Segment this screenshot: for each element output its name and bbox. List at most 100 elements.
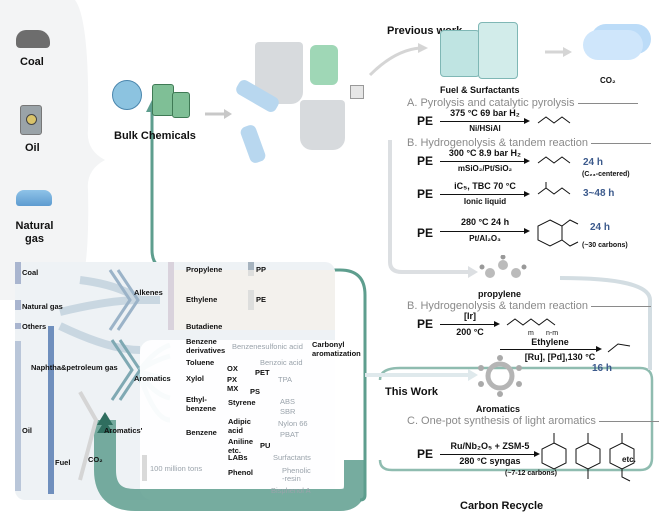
sankey-px: PX	[227, 375, 238, 384]
reaction-c-note: (~7-12 carbons)	[505, 470, 557, 477]
sankey-phenolic-resin: Phenolic -resin	[282, 466, 311, 483]
reaction-b3-catalyst: Pt/Al₂O₃	[469, 234, 501, 243]
reaction-b3-top-conditions: 280 °C 24 h	[460, 217, 510, 227]
section-b2-title: B. Hydrogenolysis & tandem reaction	[407, 300, 651, 312]
section-b-title: B. Hydrogenolysis & tandem reaction	[407, 137, 651, 149]
sankey-source-others: Others	[22, 322, 47, 331]
sankey-source-oil: Oil	[22, 426, 33, 435]
reaction-arrow	[440, 118, 530, 124]
sankey-pe: PE	[256, 295, 267, 304]
reaction-a-top-conditions: 375 °C 69 bar H₂	[450, 108, 520, 118]
sankey-pu: PU	[260, 441, 271, 450]
alkane-chain-icon	[537, 116, 571, 124]
sankey-styrene: Styrene	[228, 398, 256, 407]
sankey-hub-aromatics-prime: Aromatics'	[104, 426, 143, 435]
plastic-bag-icon	[300, 100, 345, 150]
sankey-ethylene: Ethylene	[186, 295, 218, 304]
reaction-arrow	[440, 191, 530, 197]
sankey-xylol: Xylol	[186, 374, 204, 383]
sankey-pbat: PBAT	[280, 430, 300, 439]
sankey-adipic-acid: Adipic acid	[228, 417, 251, 435]
reaction-time: 3~48 h	[583, 188, 615, 199]
sankey-benzenesulfonic-acid: Benzenesulfonic acid	[232, 342, 303, 351]
drum-icon	[172, 92, 190, 118]
sankey-pp: PP	[256, 265, 267, 274]
reaction-arrow	[440, 158, 530, 164]
sankey-scale-label: 100 million tons	[150, 464, 203, 473]
sankey-bisphenol-a: Bisphenol A	[271, 486, 311, 495]
sankey-surfactants: Surfactants	[273, 453, 311, 462]
benzene-molecule-icon	[478, 355, 522, 397]
fuel-can-icon	[478, 22, 518, 79]
sankey-source-naphtha: Naphtha&petroleum gas	[31, 363, 118, 372]
reaction-arrow	[440, 451, 540, 457]
reaction-b2-temperature: 200 °C	[456, 327, 484, 337]
reactant-pe: PE	[417, 154, 434, 168]
reactant-pe: PE	[417, 317, 434, 331]
sankey-pet: PET	[255, 368, 270, 377]
section-c-title: C. One-pot synthesis of light aromatics	[407, 415, 659, 427]
sankey-ps: PS	[250, 387, 261, 396]
source-natural-gas-label: Natural gas	[15, 220, 54, 245]
reaction-time: 24 h	[583, 157, 604, 168]
sankey-source-natural-gas: Natural gas	[22, 302, 63, 311]
reaction-b2-top-conditions: iC₅, TBC 70 °C	[454, 181, 516, 191]
sankey-fuel: Fuel	[55, 458, 71, 467]
reactant-pe: PE	[417, 447, 434, 461]
alkylbenzene-icon	[537, 219, 579, 247]
sankey-labs: LABs	[228, 453, 248, 462]
reaction-b2-catalyst-top: [Ir]	[464, 311, 476, 321]
reaction-c-catalyst: Ru/Nb₂O₅ + ZSM-5	[450, 441, 530, 451]
aromatic-products-icons	[541, 433, 635, 482]
reaction-b2-catalyst: Ionic liquid	[463, 197, 507, 206]
sankey-benzoic-acid: Benzoic acid	[260, 358, 303, 367]
alkene-chain-icon	[506, 318, 556, 326]
reaction-time: 16 h	[592, 363, 613, 374]
sankey-tpa: TPA	[278, 375, 293, 384]
sankey-aniline: Aniline etc.	[228, 437, 254, 455]
step2-catalyst: [Ru], [Pd],130 °C	[524, 352, 596, 362]
plastic-cup-icon	[350, 85, 364, 99]
coal-icon	[16, 30, 50, 48]
sankey-sbr: SBR	[280, 407, 296, 416]
propylene-label: propylene	[478, 289, 522, 299]
subscript-n-m: n-m	[546, 330, 559, 337]
carbon-recycle-label: Carbon Recycle	[460, 500, 544, 512]
reactant-pe: PE	[417, 226, 434, 240]
reaction-time: 24 h	[590, 222, 611, 233]
fuel-surfactants-label: Fuel & Surfactants	[440, 85, 520, 95]
sankey-toluene: Toluene	[186, 358, 215, 367]
co2-label: CO₂	[600, 76, 616, 85]
toluene-icon	[541, 433, 567, 470]
this-work-label: This Work	[385, 386, 438, 398]
source-oil-label: Oil	[25, 142, 40, 154]
reaction-arrow	[440, 228, 530, 234]
sankey-hub-alkenes: Alkenes	[134, 288, 163, 297]
aromatics-label: Aromatics	[476, 404, 521, 414]
plastic-bottle-icon	[310, 45, 338, 85]
subscript-m: m	[528, 330, 534, 337]
bulk-chemicals-label: Bulk Chemicals	[114, 130, 196, 142]
sources-bracket	[0, 0, 105, 300]
branched-alkane-icon	[537, 182, 571, 195]
propylene-sweep	[388, 140, 470, 274]
sankey-hub-aromatics: Aromatics	[134, 374, 171, 383]
reaction-c-conditions: 280 °C syngas	[459, 456, 521, 466]
section-a-title: A. Pyrolysis and catalytic pyrolysis	[407, 97, 638, 109]
propylene-molecule-icon	[479, 255, 527, 278]
sankey-source-coal: Coal	[22, 268, 39, 277]
source-coal-label: Coal	[20, 56, 44, 68]
reaction-a-catalyst: Ni/HSiAl	[469, 124, 501, 133]
propene-product-icon	[607, 343, 631, 353]
sankey-mx: MX	[227, 384, 239, 393]
sankey-ethylbenzene: Ethyl-benzene	[186, 395, 217, 413]
reactant-pe: PE	[417, 114, 434, 128]
sankey-co2: CO₂	[88, 455, 103, 464]
sankey-benzene: Benzene	[186, 428, 217, 437]
reaction-arrow	[440, 321, 500, 327]
alkane-chain-icon	[537, 156, 571, 164]
tank-icon	[112, 80, 142, 110]
sankey-phenol: Phenol	[228, 468, 254, 477]
sankey-propylene: Propylene	[186, 265, 223, 274]
